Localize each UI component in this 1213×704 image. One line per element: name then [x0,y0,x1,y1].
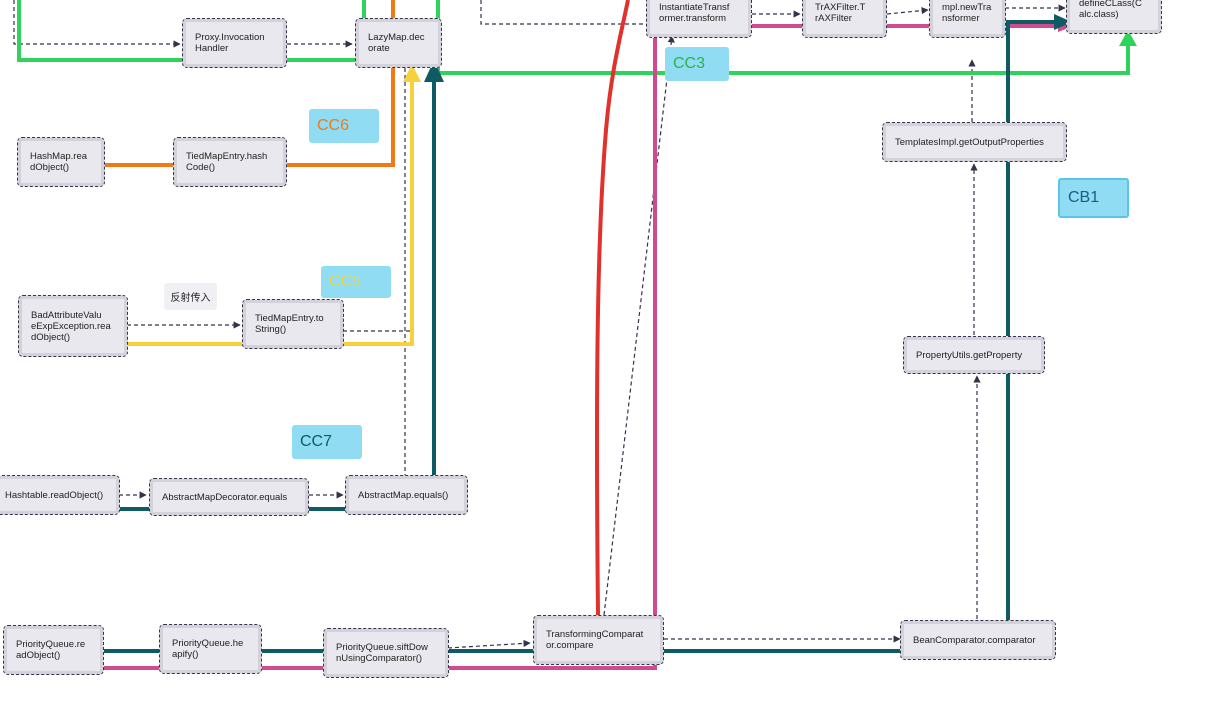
cc5-tag: CC5 [321,266,391,298]
cc6-tag: CC6 [309,109,379,143]
newtransformer-node: mpl.newTra nsformer [929,0,1006,38]
reflect-note-label: 反射传入 [164,283,217,310]
beancomparator-comparator-node: BeanComparator.comparator [900,620,1056,660]
priorityqueue-readobject-node: PriorityQueue.re adObject() [3,625,104,675]
cc7-tag: CC7 [292,425,362,459]
cb1-tag: CB1 [1058,178,1129,218]
proxy-invocation-handler-node: Proxy.Invocation Handler [182,18,287,68]
cc3-chain-arrowhead [1119,30,1137,46]
red-chain-line [594,0,630,616]
propertyutils-getproperty-node: PropertyUtils.getProperty [903,336,1045,374]
traxfilter-node: TrAXFilter.T rAXFilter [802,0,887,38]
hashmap-readobject-node: HashMap.rea dObject() [17,137,105,187]
dashed-arrow [886,7,929,15]
dashed-arrow [13,0,181,48]
cc3-chain-line [436,0,1130,75]
dashed-arrow [480,0,645,25]
transformingcomparator-compare-node: TransformingComparat or.compare [533,615,664,665]
templatesimpl-getoutputproperties-node: TemplatesImpl.getOutputProperties [882,122,1067,162]
cc3-tag: CC3 [665,47,729,81]
badattribute-readobject-node: BadAttributeValu eExpException.rea dObje… [18,295,128,357]
lazymap-decorate-node: LazyMap.dec orate [355,18,442,68]
priorityqueue-siftdown-node: PriorityQueue.siftDow nUsingComparator() [323,628,449,678]
dashed-arrow [603,35,675,616]
tiedmapentry-hashcode-node: TiedMapEntry.hash Code() [173,137,287,187]
abstractmap-equals-node: AbstractMap.equals() [345,475,468,515]
dashed-arrow [447,639,531,649]
priorityqueue-heapify-node: PriorityQueue.he apify() [159,624,262,674]
hashtable-readobject-node: Hashtable.readObject() [0,475,120,515]
abstractmapdecorator-equals-node: AbstractMapDecorator.equals [149,478,309,516]
cb1-chain-arrowhead [1054,14,1072,30]
cc7-chain-arrowhead [424,60,444,82]
defineclass-node: defineCLass(C alc.class) [1066,0,1162,34]
cc5-chain-arrowhead [403,64,421,82]
instantiate-transformer-node: InstantiateTransf ormer.transform [646,0,752,38]
tiedmapentry-tostring-node: TiedMapEntry.to String() [242,299,344,349]
